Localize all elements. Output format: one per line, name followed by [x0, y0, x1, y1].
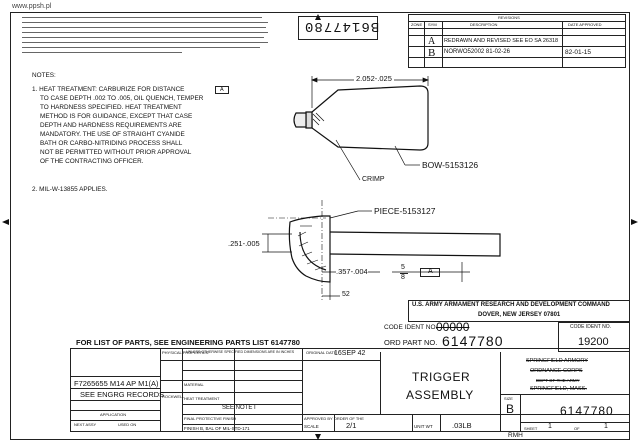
- rev-letter-1: A: [428, 36, 436, 47]
- rev-date: 82-01-15: [565, 49, 592, 56]
- rev-letter-2: B: [428, 47, 436, 59]
- note-line-9: OF THE CONTRACTING OFFICER.: [40, 158, 144, 165]
- code-ident-right-value: 19200: [578, 336, 609, 348]
- note-line-5: DEPTH AND HARDNESS REQUIREMENTS ARE: [40, 122, 182, 129]
- note-datum: A: [220, 87, 224, 93]
- code-ident-right-label: CODE IDENT NO.: [570, 324, 612, 330]
- code-ident-right-box: [558, 322, 630, 352]
- original-date-value: 16SEP 42: [334, 350, 366, 357]
- heat-treatment-label: HEAT TREATMENT: [184, 396, 220, 401]
- fine-print-block: [22, 14, 270, 56]
- rev-row-2: NORWO52002 81-02-26: [444, 49, 510, 55]
- finish-value: FINISH B, BAL OF MIL-STD-171: [184, 426, 250, 431]
- unit-weight-value: .03LB: [452, 421, 472, 430]
- unit-weight-label: UNIT WT: [414, 424, 433, 429]
- scale-value: 2/1: [346, 421, 357, 430]
- crimp-label: CRIMP: [362, 176, 385, 183]
- piece-label: PIECE-5153127: [374, 206, 436, 216]
- rev-descr-header: DESCRIPTION: [470, 22, 498, 27]
- watermark: www.ppsh.pl: [12, 3, 52, 10]
- rev-date-header: DATE APPROVED: [568, 22, 602, 27]
- parts-list-note: FOR LIST OF PARTS, SEE ENGINEERING PARTS…: [76, 338, 300, 347]
- note-line-7: BATH OR CARBO-NITRIDING PROCESS SHALL: [40, 140, 183, 147]
- title-block: [70, 348, 630, 432]
- note-line-6: MANDATORY. THE USE OF STRAIGHT CYANIDE: [40, 131, 185, 138]
- heat-treatment-value: SEE NOTE I: [222, 405, 256, 411]
- drawing-number: 6147780: [560, 404, 614, 418]
- sheet-label: SHEET: [524, 426, 538, 431]
- final-protective-label: FINAL PROTECTIVE FINISH: [184, 416, 237, 421]
- note-datum-box: [215, 86, 229, 94]
- notes-heading: NOTES:: [32, 72, 56, 79]
- used-on-value: F7265655 M14 AP M1(A): [74, 379, 159, 388]
- rev-row-1: REDRAWN AND REVISED SEE EO SA 26318: [444, 38, 559, 44]
- original-date-label: ORIGINAL DATE: [306, 350, 337, 355]
- see-records: SEE ENGRG RECORDS: [80, 390, 165, 399]
- dim-fraction-den: 8: [401, 274, 405, 281]
- note-line-10: 2. MIL-W-13855 APPLIES.: [32, 186, 108, 193]
- rev-sym-header: SYM: [428, 22, 437, 27]
- of-label: OF: [574, 426, 580, 431]
- note-line-4: METHOD IS FOR GUIDANCE, EXCEPT THAT CASE: [40, 113, 193, 120]
- title-line-1: TRIGGER: [412, 370, 471, 384]
- datum-a-box: [420, 268, 440, 277]
- dim-small: 52: [342, 291, 350, 298]
- armory-line-2: ORDNANCE CORPS: [530, 368, 583, 374]
- next-assy-label: NEXT ASSY: [74, 422, 97, 427]
- size-label: SIZE: [504, 396, 513, 401]
- application-label: APPLICATION: [100, 412, 127, 417]
- sheet-border: [10, 12, 630, 440]
- armory-line-4: SPRINGFIELD, MASS.: [530, 386, 587, 392]
- hardness-label: ROCKWELL: [162, 394, 185, 399]
- ord-part-value: 6147780: [442, 333, 504, 349]
- approved-label: APPROVED BY ORDER OF THE: [304, 416, 364, 421]
- footer-mark: RMH: [508, 432, 523, 439]
- revisions-title: REVISIONS: [498, 15, 520, 20]
- note-line-3: TO HARDNESS SPECIFIED. HEAT TREATMENT: [40, 104, 182, 111]
- rev-zone-header: ZONE: [411, 22, 423, 27]
- note-line-8: NOT BE PERMITTED WITHOUT PRIOR APPROVAL: [40, 149, 192, 156]
- material-label: MATERIAL: [184, 382, 204, 387]
- ord-part-label: ORD PART NO.: [384, 338, 438, 347]
- of-value: 1: [604, 423, 608, 430]
- title-line-2: ASSEMBLY: [406, 388, 474, 402]
- dim-left: .251-.005: [228, 239, 260, 248]
- sheet-value: 1: [548, 423, 552, 430]
- armory-line-1: SPRINGFIELD ARMORY: [526, 358, 588, 364]
- datum-a-label: A: [428, 268, 433, 275]
- physical-properties-label: PHYSICAL PROPERTIES: [162, 350, 209, 355]
- note-line-2: TO CASE DEPTH .002 TO .005, OIL QUENCH, …: [40, 95, 204, 102]
- armory-line-3: DEPT OF THE ARMY: [536, 378, 580, 383]
- bow-label: BOW-5153126: [422, 160, 479, 170]
- drawing-number-box: [298, 16, 378, 40]
- scale-label: SCALE: [304, 424, 319, 429]
- code-ident-label: CODE IDENT NO.: [384, 324, 438, 331]
- tolerances-label: UNLESS OTHERWISE SPECIFIED DIMENSIONS AR…: [186, 350, 295, 354]
- org-line-1: U.S. ARMY ARMAMENT RESEARCH AND DEVELOPM…: [412, 302, 610, 308]
- dim-bottom: .357-.004: [336, 267, 368, 276]
- size-value: B: [506, 402, 515, 416]
- org-line-2: DOVER, NEW JERSEY 07801: [478, 312, 561, 318]
- dim-top: 2.052-.025: [354, 74, 394, 83]
- note-line-1: 1. HEAT TREATMENT: CARBURIZE FOR DISTANC…: [32, 86, 185, 93]
- dim-fraction-num: 5: [401, 264, 405, 271]
- code-ident-value: 00000: [436, 320, 470, 334]
- revisions-table: [408, 14, 626, 68]
- used-on-label: USED ON: [118, 422, 137, 427]
- org-block: [408, 300, 630, 322]
